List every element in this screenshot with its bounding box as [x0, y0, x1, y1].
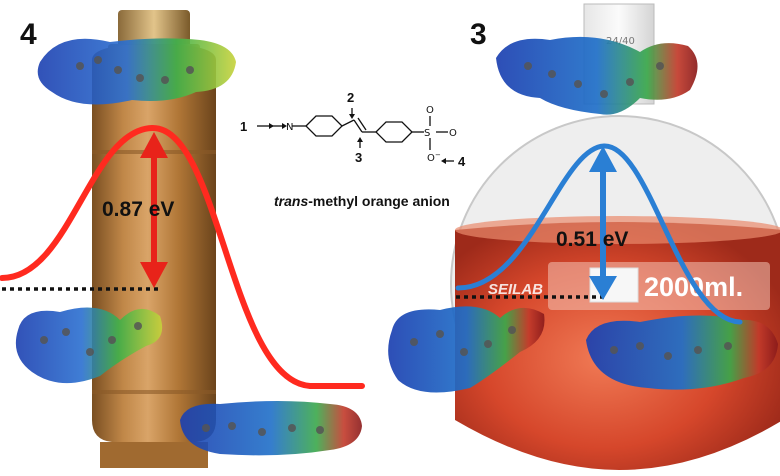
site-label-1: 1 [240, 119, 247, 134]
svg-text:O: O [426, 105, 434, 116]
panel-number-left: 4 [20, 18, 37, 51]
panel-number-right: 3 [470, 18, 487, 51]
barrier-arrow-right [589, 146, 617, 300]
barrier-label-left: 0.87 eV [102, 198, 174, 221]
site-label-2: 2 [347, 90, 354, 105]
structure-atom-labels: N S O O O − [286, 105, 457, 164]
svg-text:O: O [427, 153, 435, 164]
molecule-surface-right-bottom [388, 306, 545, 393]
flask-brand-label: SEILAB [488, 281, 543, 298]
molecule-surface-left-bottom [15, 307, 163, 384]
energy-profile-right [455, 143, 743, 325]
molecule-surface-left-top [37, 38, 236, 105]
barrier-arrow-left [140, 132, 168, 288]
molecule-surface-right-top [496, 36, 698, 115]
molecule-surface-left-product [180, 401, 362, 456]
structure-caption-rest: -methyl orange anion [308, 193, 450, 209]
methyl-orange-structure [257, 108, 454, 164]
structure-caption: trans-methyl orange anion [274, 193, 450, 209]
molecule-surface-right-product [586, 315, 778, 390]
flask-joint-mark: 24/40 [606, 36, 635, 47]
svg-text:N: N [286, 122, 293, 133]
barrier-label-right: 0.51 eV [556, 228, 628, 251]
svg-text:−: − [435, 151, 441, 159]
svg-text:O: O [449, 128, 457, 139]
structure-caption-italic: trans [274, 193, 308, 209]
site-label-3: 3 [355, 150, 362, 165]
site-label-4: 4 [458, 154, 466, 169]
energy-profile-left [0, 124, 365, 389]
svg-text:S: S [424, 128, 430, 139]
